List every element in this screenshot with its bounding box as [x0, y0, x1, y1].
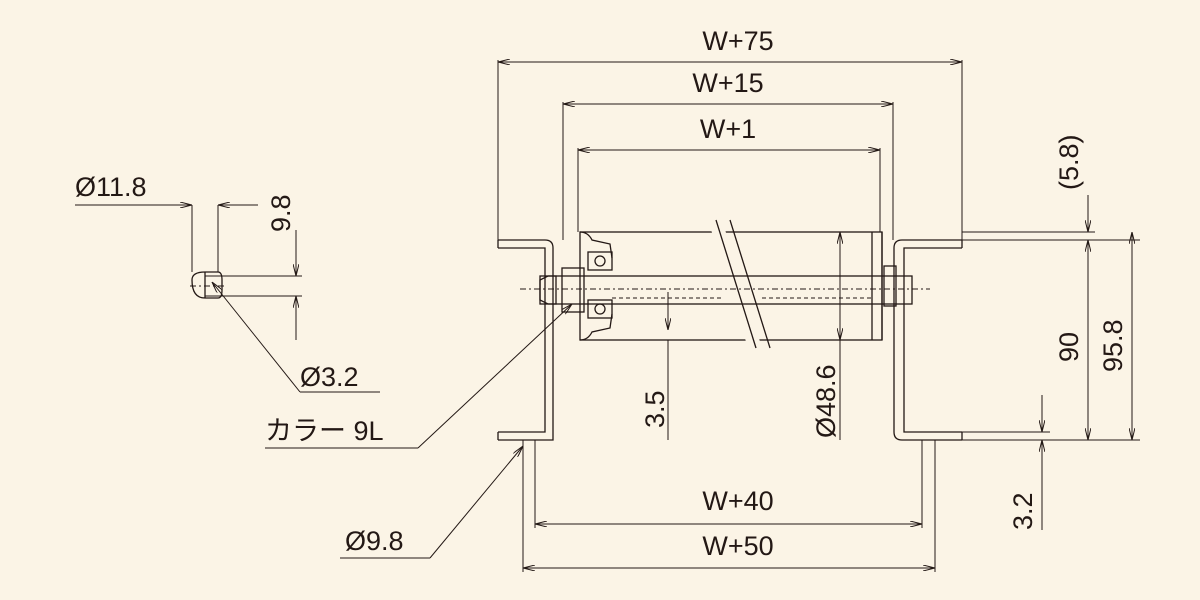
- dim-9-8-small: 9.8: [205, 194, 302, 340]
- dim-90: 90: [1054, 240, 1088, 440]
- dim-w75-label: W+75: [702, 26, 773, 56]
- leader-collar: カラー 9L: [265, 304, 572, 449]
- dim-95-8-label: 95.8: [1098, 319, 1128, 372]
- dim-3-2: 3.2: [962, 395, 1050, 530]
- dim-5-8: (5.8): [962, 134, 1140, 241]
- dim-w50-label: W+50: [702, 531, 773, 561]
- dim-3-5-label: 3.5: [640, 390, 670, 428]
- dim-d3-2-label: Ø3.2: [300, 362, 359, 392]
- dim-5-8-label: (5.8): [1054, 134, 1084, 190]
- dim-d48-6-label: Ø48.6: [811, 364, 841, 438]
- right-frame: [893, 239, 963, 441]
- dim-w75: W+75: [497, 26, 963, 240]
- bearing-top: [587, 251, 613, 271]
- left-frame: [497, 239, 554, 441]
- dim-w40: W+40: [534, 440, 923, 528]
- dim-90-label: 90: [1054, 332, 1084, 362]
- dim-w15-label: W+15: [692, 68, 763, 98]
- dim-w1-label: W+1: [700, 114, 756, 144]
- dim-w50: W+50: [522, 440, 936, 572]
- collar-label: カラー 9L: [265, 416, 384, 446]
- shaft: [520, 265, 930, 313]
- dim-d11-8-label: Ø11.8: [75, 172, 147, 202]
- dim-w40-label: W+40: [702, 486, 773, 516]
- dim-w1: W+1: [577, 114, 881, 232]
- dim-9-8-small-label: 9.8: [266, 194, 296, 232]
- dim-d9-8-label: Ø9.8: [345, 526, 404, 556]
- pin-detail: Ø11.8: [75, 172, 258, 299]
- dim-d3-2: Ø3.2: [212, 282, 380, 393]
- bearing-bottom: [587, 299, 613, 319]
- dim-w15: W+15: [562, 68, 894, 240]
- dim-3-2-label: 3.2: [1008, 492, 1038, 530]
- dim-3-5: 3.5: [640, 292, 676, 440]
- leader-d9-8: Ø9.8: [340, 446, 523, 559]
- dim-95-8: 95.8: [962, 232, 1140, 441]
- roller-tube: [579, 219, 883, 349]
- dim-d48-6: Ø48.6: [811, 232, 841, 440]
